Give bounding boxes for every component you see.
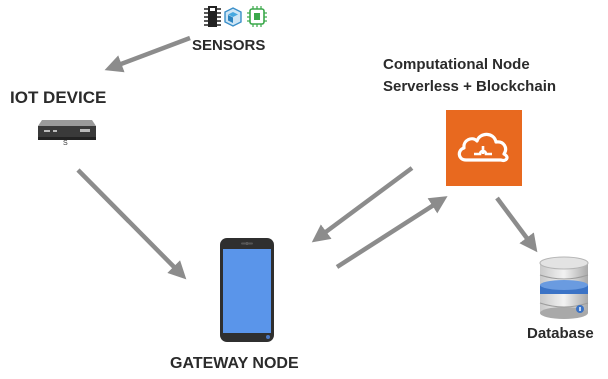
arrow-gateway-to-compute	[335, 196, 448, 269]
gateway-node-label: GATEWAY NODE	[170, 355, 299, 372]
arrow-compute-to-gateway	[311, 166, 414, 243]
arrow-sensors-to-iot	[104, 35, 191, 73]
database-cylinder-icon	[539, 256, 589, 319]
arrow-iot-to-gateway	[76, 168, 187, 280]
sensors-label: SENSORS	[192, 37, 266, 54]
computational-node-label: Computational Node	[383, 56, 530, 73]
iot-box-icon	[38, 120, 96, 140]
database-label: Database	[527, 325, 594, 342]
arrow-compute-to-database	[495, 196, 538, 253]
sensor-chips-icon	[204, 6, 267, 27]
iot-device-sub-label: S	[63, 140, 68, 147]
smartphone-icon	[220, 238, 274, 342]
computational-node-sublabel: Serverless + Blockchain	[383, 78, 557, 95]
iot-device-label: IOT DEVICE	[10, 88, 107, 107]
cloud-puzzle-icon	[446, 110, 522, 186]
